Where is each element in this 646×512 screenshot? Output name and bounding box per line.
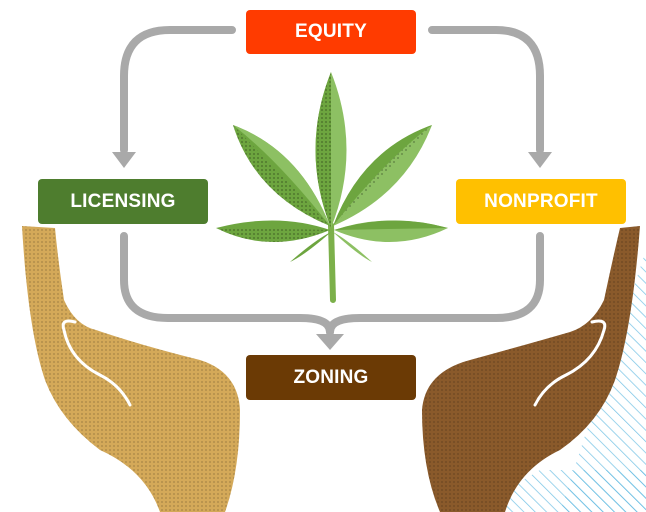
hatch-background-lower: [470, 470, 646, 512]
arrow-licensing-to-zoning: [120, 232, 334, 336]
open-hand-right-icon: [422, 226, 640, 512]
arrow-nonprofit-to-zoning: [326, 232, 544, 336]
arrowhead-nonprofit: [528, 152, 552, 168]
nonprofit-box: NONPROFIT: [456, 179, 626, 224]
arrow-heads: [112, 152, 552, 350]
equity-box: EQUITY: [246, 10, 416, 54]
arrow-equity-to-nonprofit: [428, 26, 544, 154]
open-hand-left-icon: [22, 226, 240, 512]
arrowhead-licensing: [112, 152, 136, 168]
licensing-box: LICENSING: [38, 179, 208, 224]
cannabis-leaf-icon: [216, 72, 448, 303]
arrowhead-zoning: [316, 334, 344, 350]
zoning-box: ZONING: [246, 355, 416, 400]
arrow-equity-to-licensing: [120, 26, 236, 154]
flow-arrows: [120, 26, 544, 336]
